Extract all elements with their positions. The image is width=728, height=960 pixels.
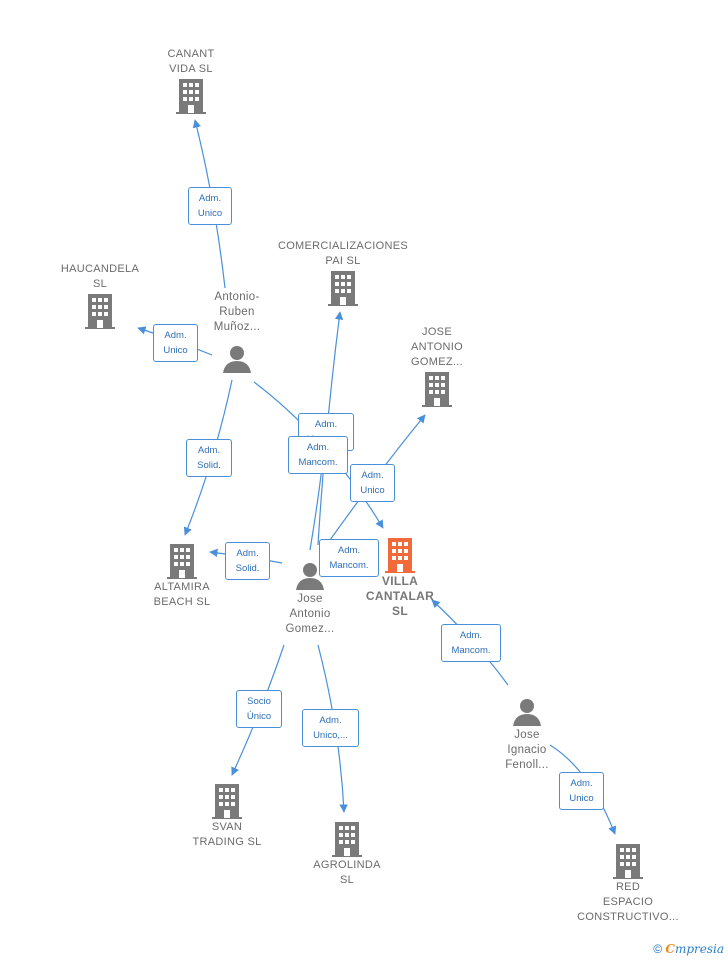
node-label: COMERCIALIZACIONES — [277, 240, 409, 252]
node-label: SL — [392, 604, 408, 618]
person-icon — [296, 563, 324, 590]
relation-label[interactable]: Adm. Unico — [153, 324, 198, 362]
relation-line: Unico,... — [313, 730, 348, 741]
relation-line: Adm. — [459, 630, 483, 641]
relation-line: Solid. — [235, 563, 260, 574]
relation-line: Adm. — [306, 442, 330, 453]
relation-label[interactable]: Adm. Unico — [350, 464, 395, 502]
node-label: TRADING SL — [192, 836, 262, 848]
relation-line: Adm. — [314, 419, 338, 430]
relation-line: Adm. — [236, 548, 259, 559]
node-agrolinda-sl[interactable]: AGROLINDA SL — [272, 820, 422, 888]
building-icon — [328, 271, 358, 306]
node-comercializaciones-pai-sl[interactable]: COMERCIALIZACIONES PAI SL — [268, 239, 418, 307]
node-label: Ruben — [219, 306, 255, 318]
building-icon — [212, 784, 242, 819]
node-label: Jose — [514, 729, 540, 741]
node-person-jose-ignacio-fenoll[interactable]: Jose Ignacio Fenoll... — [452, 696, 602, 773]
node-label: BEACH SL — [153, 596, 211, 608]
relation-line: Mancom. — [451, 645, 491, 656]
node-jose-antonio-gomez-company[interactable]: JOSE ANTONIO GOMEZ... — [362, 325, 512, 408]
relation-line: Adm. — [164, 330, 187, 341]
node-label: SVAN — [211, 821, 243, 833]
relation-line: Unico — [163, 345, 188, 356]
relation-label[interactable]: Adm. Mancom. — [441, 624, 501, 662]
node-label: HAUCANDELA — [60, 263, 140, 275]
node-label: PAI SL — [325, 255, 361, 267]
node-label: AGROLINDA — [313, 859, 381, 871]
node-person-antonio-ruben[interactable]: Antonio- Ruben Muñoz... — [162, 290, 312, 375]
building-icon — [385, 538, 415, 573]
relation-line: Unico — [197, 208, 223, 219]
relation-label[interactable]: Adm. Unico,... — [302, 709, 359, 747]
building-icon — [176, 79, 206, 114]
node-label: ALTAMIRA — [154, 581, 210, 593]
relation-label[interactable]: Adm. Solid. — [225, 542, 270, 580]
node-label: JOSE — [422, 326, 452, 338]
relation-line: Solid. — [197, 460, 221, 471]
building-icon — [613, 844, 643, 879]
node-label: SL — [339, 874, 355, 886]
relation-label[interactable]: Adm. Mancom. — [319, 539, 379, 577]
node-label: Antonio- — [214, 291, 260, 303]
relation-line: Socio — [247, 696, 271, 707]
node-label: Jose — [297, 593, 323, 605]
node-label: CANANT — [167, 48, 215, 60]
node-canant-vida-sl[interactable]: CANANT VIDA SL — [116, 47, 266, 115]
node-red-espacio-constructivo[interactable]: RED ESPACIO CONSTRUCTIVO... — [553, 842, 703, 925]
building-icon — [332, 822, 362, 857]
node-villa-cantalar-sl[interactable]: VILLA CANTALAR SL — [325, 536, 475, 619]
building-icon — [85, 294, 115, 329]
relation-line: Adm. — [570, 778, 593, 789]
brand-initial: C — [665, 942, 675, 956]
node-label: VILLA — [381, 574, 419, 588]
node-label: ESPACIO — [602, 896, 654, 908]
node-label: SL — [92, 278, 108, 290]
node-label: Antonio — [289, 608, 331, 620]
relation-line: Adm. — [319, 715, 342, 726]
building-icon — [422, 372, 452, 407]
brand-logo: Cmpresia — [665, 942, 724, 956]
person-icon — [223, 346, 251, 373]
node-person-jose-antonio-gomez[interactable]: Jose Antonio Gomez... — [235, 560, 385, 637]
node-haucandela-sl[interactable]: HAUCANDELA SL — [25, 262, 175, 330]
relation-line: Unico — [569, 793, 594, 804]
person-icon — [513, 699, 541, 726]
relation-line: Mancom. — [298, 457, 338, 468]
node-svan-trading-sl[interactable]: SVAN TRADING SL — [152, 782, 302, 850]
building-icon — [167, 544, 197, 579]
relation-line: Adm. — [361, 470, 384, 481]
relation-line: Único — [246, 711, 272, 722]
node-label: Ignacio — [507, 744, 547, 756]
copyright-icon: © — [653, 942, 663, 956]
relation-line: Adm. — [197, 445, 221, 456]
node-label: Muñoz... — [213, 321, 261, 333]
relation-label[interactable]: Adm. Mancom. — [288, 436, 348, 474]
brand-name: mpresia — [674, 942, 724, 956]
node-label: CANTALAR — [365, 589, 435, 603]
footer-brand: © Cmpresia — [653, 942, 724, 956]
node-label: Fenoll... — [505, 759, 549, 771]
node-label: GOMEZ... — [411, 356, 463, 368]
node-label: CONSTRUCTIVO... — [577, 911, 679, 923]
relation-line: Adm. — [198, 193, 222, 204]
node-label: Gomez... — [285, 623, 335, 635]
relation-line: Adm. — [337, 545, 361, 556]
node-altamira-beach-sl[interactable]: ALTAMIRA BEACH SL — [107, 542, 257, 610]
relation-line: Mancom. — [329, 560, 369, 571]
relation-label[interactable]: Adm. Solid. — [186, 439, 232, 477]
node-label: RED — [615, 881, 641, 893]
relation-label[interactable]: Adm. Unico — [559, 772, 604, 810]
relation-line: Unico — [360, 485, 385, 496]
node-label: VIDA SL — [169, 63, 213, 75]
relation-label[interactable]: Adm. Unico — [188, 187, 232, 225]
node-label: ANTONIO — [410, 341, 463, 353]
